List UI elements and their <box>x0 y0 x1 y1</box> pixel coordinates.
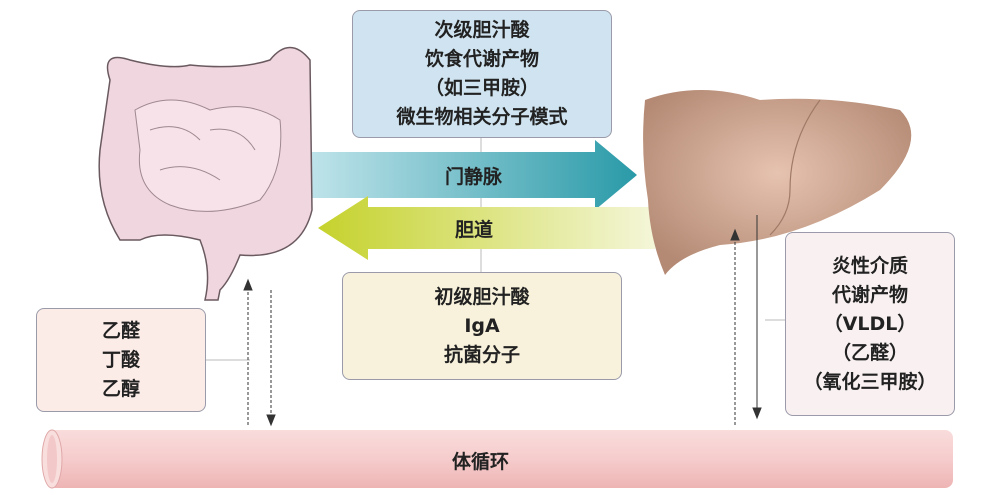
box-line: 次级胆汁酸 <box>434 19 530 41</box>
portal-vein-arrow <box>310 140 637 210</box>
left-molecules-box: 乙醛 丁酸 乙醇 <box>36 308 206 412</box>
bile-duct-arrow <box>318 196 655 260</box>
intestine-illustration <box>98 46 313 301</box>
box-line: 乙醇 <box>101 377 140 400</box>
box-line: （如三甲胺） <box>424 77 539 99</box>
box-line: （氧化三甲胺） <box>803 370 937 393</box>
middle-molecules-box: 初级胆汁酸 IgA 抗菌分子 <box>342 272 622 380</box>
circulation-label: 体循环 <box>452 451 510 473</box>
box-line: 微生物相关分子模式 <box>396 106 568 128</box>
box-line: 炎性介质 <box>831 254 908 277</box>
box-line: 丁酸 <box>101 348 140 371</box>
box-line: （VLDL） <box>823 312 917 335</box>
box-line: 乙醛 <box>101 319 140 342</box>
right-molecules-box: 炎性介质 代谢产物 （VLDL） （乙醛） （氧化三甲胺） <box>785 232 955 416</box>
bile-duct-label: 胆道 <box>455 219 494 241</box>
box-line: 初级胆汁酸 <box>434 285 530 308</box>
top-molecules-box: 次级胆汁酸 饮食代谢产物 （如三甲胺） 微生物相关分子模式 <box>352 10 612 138</box>
box-line: 代谢产物 <box>831 283 908 306</box>
liver-illustration <box>643 90 912 275</box>
box-line: 抗菌分子 <box>443 343 520 366</box>
box-line: （乙醛） <box>831 341 908 364</box>
left-transport-arrows <box>243 278 276 427</box>
systemic-circulation-tube <box>41 429 953 489</box>
box-line: IgA <box>464 314 500 337</box>
box-line: 饮食代谢产物 <box>424 48 539 70</box>
portal-vein-label: 门静脉 <box>445 166 503 188</box>
right-transport-arrows <box>730 215 762 425</box>
